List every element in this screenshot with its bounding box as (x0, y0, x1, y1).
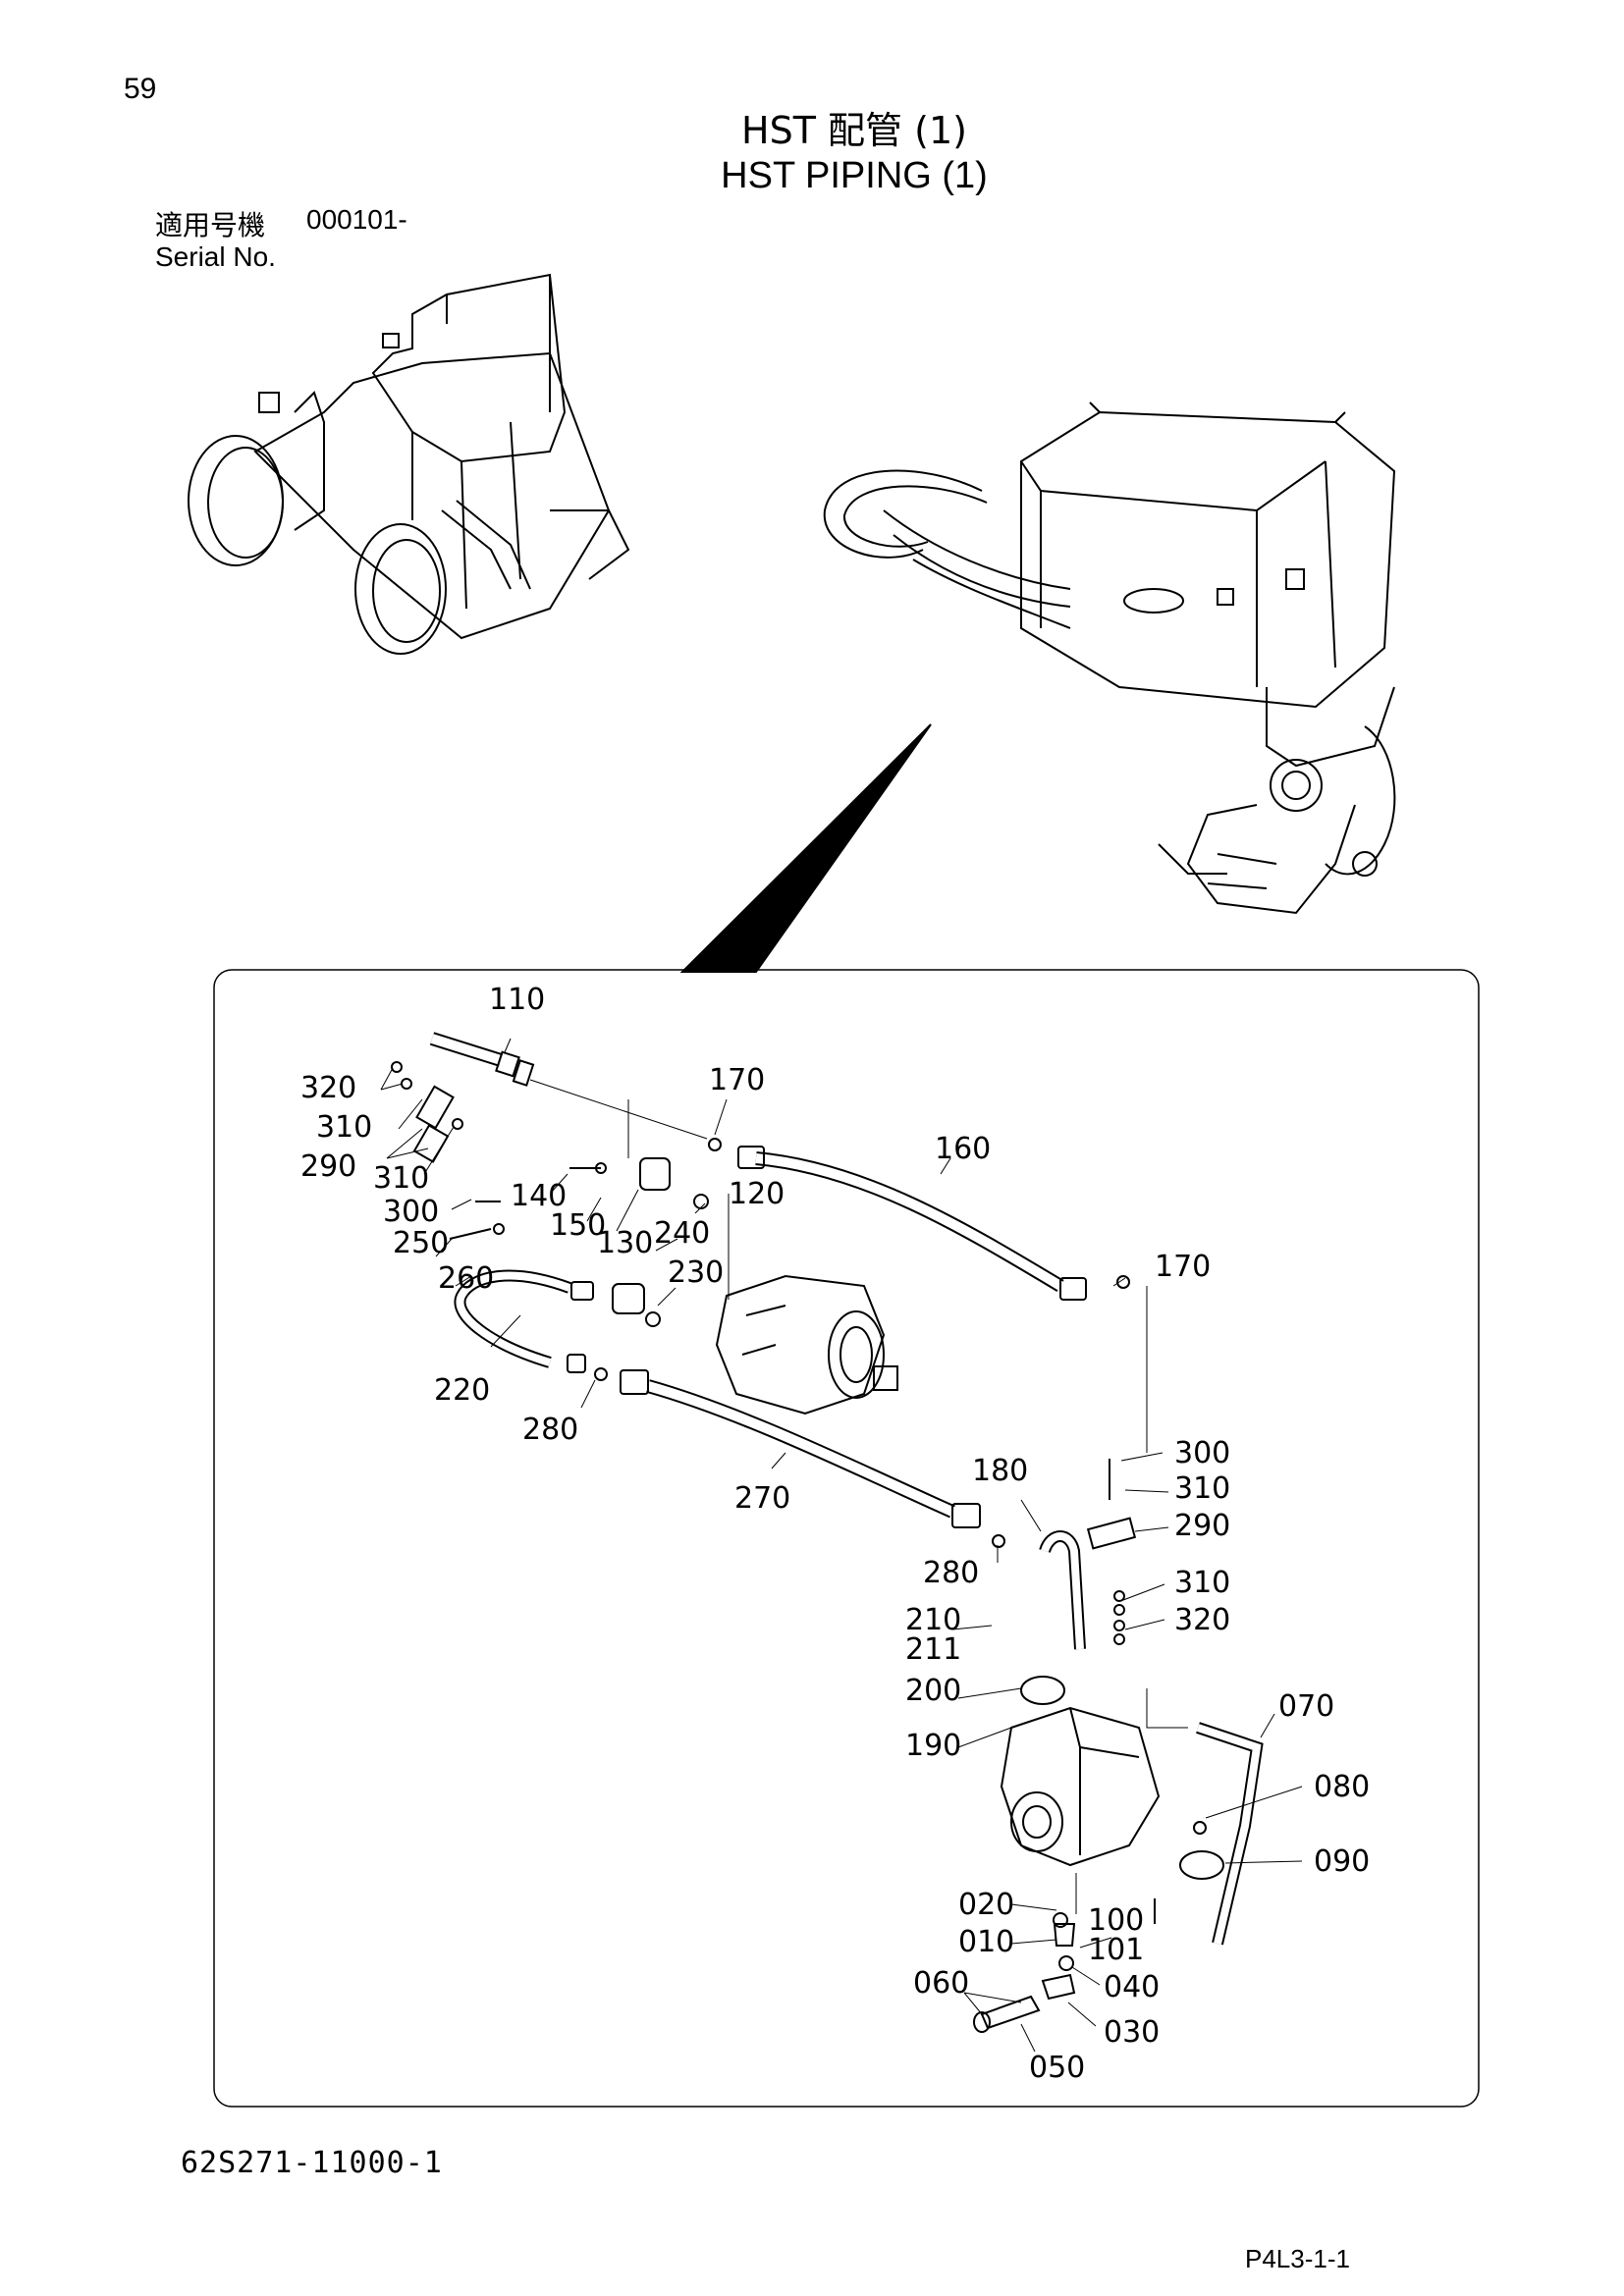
document-code: 62S271-11000-1 (181, 2146, 443, 2180)
machine-overview-illustration (188, 273, 630, 655)
callout-230: 230 (668, 1255, 724, 1290)
callout-050: 050 (1029, 2051, 1085, 2085)
callout-240: 240 (654, 1216, 710, 1251)
detail-pointer-wedge (679, 723, 932, 973)
page-title-english: HST PIPING (1) (721, 155, 988, 196)
tank-pump-assembly-illustration (823, 401, 1396, 915)
callout-180: 180 (972, 1454, 1028, 1488)
callout-210: 210 (905, 1603, 961, 1637)
callout-150: 150 (550, 1208, 606, 1243)
callout-250: 250 (393, 1226, 449, 1260)
callout-260: 260 (438, 1261, 494, 1296)
detail-frame (213, 969, 1480, 2108)
callout-110: 110 (489, 983, 545, 1017)
callout-060: 060 (913, 1966, 969, 2001)
page-number: 59 (124, 73, 157, 105)
callout-020: 020 (958, 1888, 1014, 1922)
page-title-japanese: HST 配管 (1) (741, 109, 967, 152)
callout-310: 310 (1174, 1566, 1230, 1600)
callout-080: 080 (1314, 1770, 1370, 1804)
callout-320: 320 (300, 1071, 356, 1105)
serial-number-value: 000101- (306, 204, 407, 235)
callout-160: 160 (935, 1132, 991, 1166)
callout-130: 130 (597, 1226, 653, 1260)
callout-300: 300 (1174, 1436, 1230, 1470)
callout-040: 040 (1104, 1970, 1160, 2004)
callout-300: 300 (383, 1195, 439, 1229)
page-code: P4L3-1-1 (1245, 2244, 1350, 2273)
callout-120: 120 (729, 1177, 785, 1211)
callout-211: 211 (905, 1632, 961, 1667)
callout-290: 290 (300, 1149, 356, 1184)
callout-090: 090 (1314, 1844, 1370, 1879)
callout-290: 290 (1174, 1509, 1230, 1543)
callout-310: 310 (316, 1110, 372, 1145)
detail-parts (391, 1032, 1264, 2033)
callout-310: 310 (1174, 1471, 1230, 1506)
callout-101: 101 (1088, 1933, 1144, 1967)
callout-270: 270 (734, 1481, 790, 1516)
serial-label-japanese: 適用号機 (155, 209, 266, 241)
callout-140: 140 (511, 1179, 567, 1213)
callout-leaders (380, 1038, 1303, 2053)
callout-100: 100 (1088, 1903, 1144, 1938)
callout-320: 320 (1174, 1603, 1230, 1637)
callout-190: 190 (905, 1729, 961, 1763)
callout-220: 220 (434, 1373, 490, 1408)
callout-280: 280 (923, 1556, 979, 1590)
callout-310: 310 (373, 1161, 429, 1196)
callout-010: 010 (958, 1925, 1014, 1959)
callout-200: 200 (905, 1674, 961, 1708)
serial-label-english: Serial No. (155, 241, 276, 272)
callout-070: 070 (1278, 1689, 1334, 1724)
callout-280: 280 (522, 1413, 578, 1447)
callout-170: 170 (1155, 1250, 1211, 1284)
callout-170: 170 (709, 1063, 765, 1097)
callout-030: 030 (1104, 2015, 1160, 2050)
callout-labels: 110 170 160 320 310 290 310 300 140 150 … (300, 983, 1370, 2085)
